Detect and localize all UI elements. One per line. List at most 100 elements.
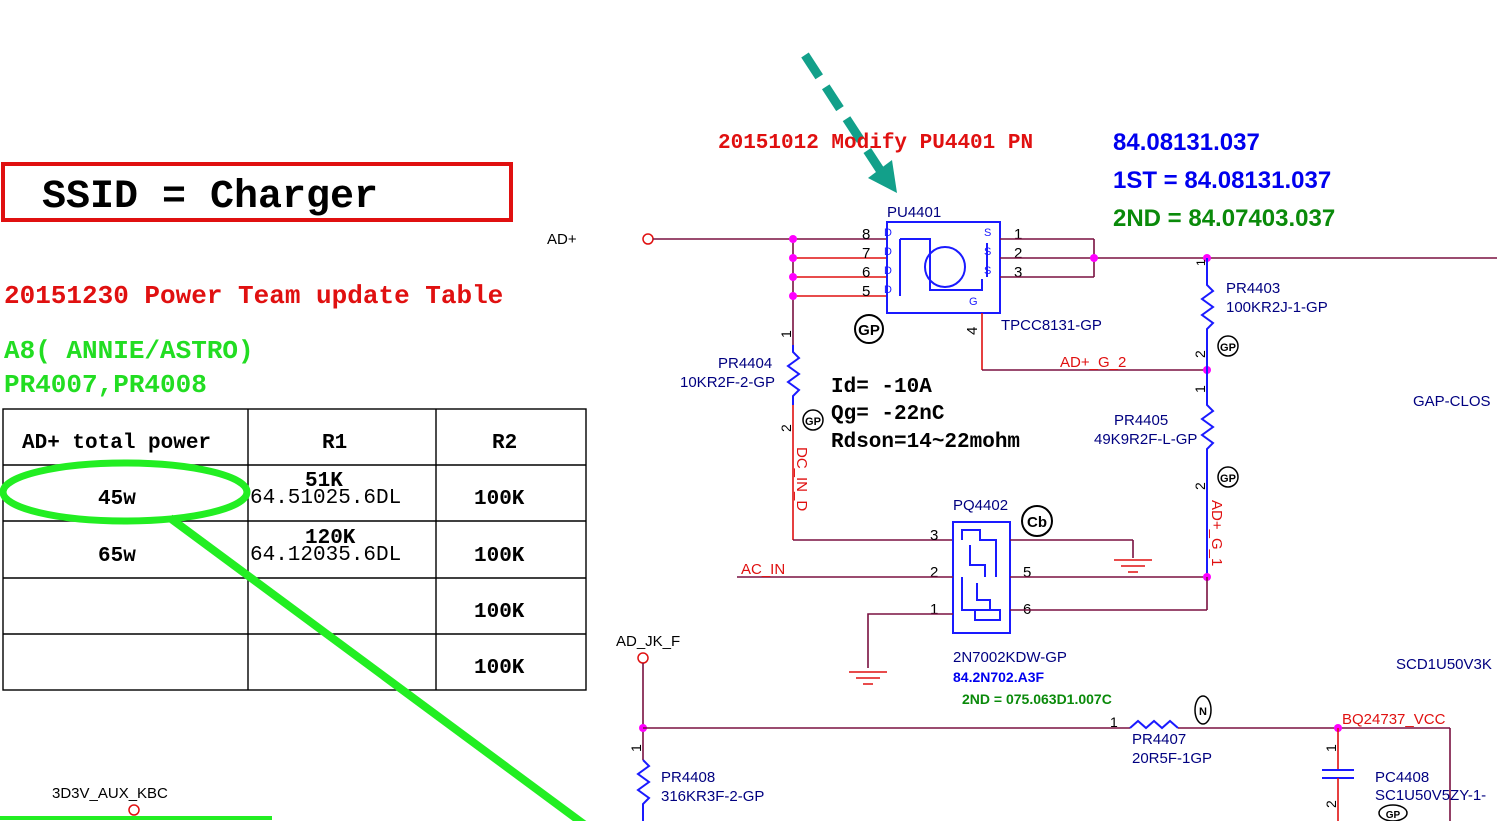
title-box xyxy=(1,162,513,222)
svg-text:7: 7 xyxy=(862,245,870,262)
net-3d3v-aux-kbc: 3D3V_AUX_KBC xyxy=(52,785,168,802)
svg-text:100KR2J-1-GP: 100KR2J-1-GP xyxy=(1226,299,1328,316)
svg-text:PQ4402: PQ4402 xyxy=(953,497,1008,514)
svg-text:TPCC8131-GP: TPCC8131-GP xyxy=(1001,317,1102,334)
arrow-head-icon xyxy=(868,160,897,193)
net-dc-in-d: DC_IN_D xyxy=(793,447,810,511)
svg-text:3: 3 xyxy=(1014,264,1022,281)
svg-text:1: 1 xyxy=(778,330,794,338)
pr4408-resistor: 1 PR4408 316KR3F-2-GP xyxy=(628,744,764,821)
svg-text:1: 1 xyxy=(930,601,938,618)
svg-text:84.2N702.A3F: 84.2N702.A3F xyxy=(953,669,1045,685)
pr4405-resistor: PR4405 49K9R2F-L-GP 1 2 GP xyxy=(1094,370,1239,577)
svg-text:GP: GP xyxy=(1220,342,1236,354)
ad-jk-f-terminal xyxy=(637,652,649,664)
svg-text:PR4408: PR4408 xyxy=(661,769,715,786)
modify-note: 20151012 Modify PU4401 PN xyxy=(718,132,1033,155)
svg-text:5: 5 xyxy=(1023,564,1031,581)
svg-text:D: D xyxy=(884,284,892,296)
svg-text:3: 3 xyxy=(930,527,938,544)
pr4404-resistor: PR4404 10KR2F-2-GP 1 2 GP xyxy=(680,330,824,432)
model-label: A8( ANNIE/ASTRO) xyxy=(4,336,254,366)
svg-text:1: 1 xyxy=(1323,744,1339,752)
ssid-title: SSID = Charger xyxy=(42,175,378,220)
net-scd: SCD1U50V3K xyxy=(1396,656,1492,673)
net-bq24737-vcc: BQ24737_VCC xyxy=(1342,711,1446,728)
svg-text:PR4404: PR4404 xyxy=(718,355,772,372)
svg-text:PU4401: PU4401 xyxy=(887,204,941,221)
pr4403-resistor: PR4403 100KR2J-1-GP 1 2 GP xyxy=(1192,258,1328,370)
pu4401-mosfet: PU4401 8 7 6 5 D D D D S S S G 1 2 3 4 T… xyxy=(862,204,1102,335)
table-header-power: AD+ total power xyxy=(22,432,211,455)
table-cell-power: 45w xyxy=(98,488,136,511)
svg-text:GP: GP xyxy=(858,322,880,339)
ground-icon xyxy=(1114,559,1152,573)
table-header-r2: R2 xyxy=(492,432,517,455)
net-terminal xyxy=(128,804,140,816)
table-cell-r1-pn: 64.51025.6DL xyxy=(250,487,401,510)
svg-text:2ND = 075.063D1.007C: 2ND = 075.063D1.007C xyxy=(962,691,1112,707)
svg-text:316KR3F-2-GP: 316KR3F-2-GP xyxy=(661,788,764,805)
svg-text:N: N xyxy=(1199,706,1207,718)
svg-text:D: D xyxy=(884,265,892,277)
table-cell-r1-value: 120K xyxy=(305,527,356,550)
svg-text:10KR2F-2-GP: 10KR2F-2-GP xyxy=(680,374,775,391)
svg-text:GP: GP xyxy=(1386,810,1401,821)
net-gap-clos: GAP-CLOS xyxy=(1413,393,1491,410)
pn-2nd: 2ND = 84.07403.037 xyxy=(1113,205,1335,232)
ground-icon xyxy=(849,671,887,685)
svg-text:D: D xyxy=(884,246,892,258)
table-header-r1: R1 xyxy=(322,432,347,455)
spec-qg: Qg= -22nC xyxy=(831,403,945,426)
svg-text:2: 2 xyxy=(1014,245,1022,262)
svg-text:2: 2 xyxy=(930,564,938,581)
svg-text:1: 1 xyxy=(1110,714,1118,730)
svg-text:GP: GP xyxy=(805,416,821,428)
net-ad-plus: AD+ xyxy=(547,231,577,248)
table-cell-power: 65w xyxy=(98,545,136,568)
svg-text:PR4405: PR4405 xyxy=(1114,412,1168,429)
table-cell-r2: 100K xyxy=(474,488,525,511)
net-ad-jk-f: AD_JK_F xyxy=(616,633,680,650)
table-cell-r1-pn: 64.12035.6DL xyxy=(250,544,401,567)
ad-plus-terminal xyxy=(642,233,654,245)
net-ad-g-1: AD+_G_1 xyxy=(1208,500,1225,566)
svg-text:2N7002KDW-GP: 2N7002KDW-GP xyxy=(953,649,1067,666)
svg-text:1: 1 xyxy=(1014,226,1022,243)
pq4402-dual-mosfet: PQ4402 3 2 1 5 6 2N7002KDW-GP 84.2N702.A… xyxy=(930,497,1112,707)
table-cell-r2: 100K xyxy=(474,657,525,680)
svg-text:SC1U50V5ZY-1-: SC1U50V5ZY-1- xyxy=(1375,787,1486,804)
svg-text:G: G xyxy=(969,296,978,308)
svg-text:PC4408: PC4408 xyxy=(1375,769,1429,786)
pr4407-resistor: 1 PR4407 20R5F-1GP N xyxy=(1110,695,1212,767)
highlight-ellipse xyxy=(0,459,251,525)
svg-text:D: D xyxy=(884,227,892,239)
arrow-shaft xyxy=(801,52,884,173)
svg-text:2: 2 xyxy=(1192,482,1208,490)
svg-text:1: 1 xyxy=(1192,385,1208,393)
svg-text:5: 5 xyxy=(862,283,870,300)
highlight-pointer-line xyxy=(167,514,587,821)
pn-1st: 1ST = 84.08131.037 xyxy=(1113,167,1331,194)
net-ac-in: AC_IN xyxy=(741,561,785,578)
svg-text:2: 2 xyxy=(1323,800,1339,808)
svg-text:GP: GP xyxy=(1220,473,1236,485)
pn-main: 84.08131.037 xyxy=(1113,129,1260,156)
svg-text:2: 2 xyxy=(778,424,794,432)
update-note: 20151230 Power Team update Table xyxy=(4,281,503,311)
svg-text:49K9R2F-L-GP: 49K9R2F-L-GP xyxy=(1094,431,1197,448)
svg-text:S: S xyxy=(984,227,991,239)
table-cell-r2: 100K xyxy=(474,545,525,568)
svg-text:6: 6 xyxy=(862,264,870,281)
spec-id: Id= -10A xyxy=(831,376,932,399)
svg-text:4: 4 xyxy=(964,327,981,335)
svg-text:2: 2 xyxy=(1192,350,1208,358)
spec-rdson: Rdson=14~22mohm xyxy=(831,431,1020,454)
power-table: AD+ total power R1 R2 45w 51K 64.51025.6… xyxy=(2,408,587,691)
svg-text:1: 1 xyxy=(628,744,644,752)
svg-text:PR4407: PR4407 xyxy=(1132,731,1186,748)
parts-ref-label: PR4007,PR4008 xyxy=(4,370,207,400)
svg-text:20R5F-1GP: 20R5F-1GP xyxy=(1132,750,1212,767)
net-ad-g-2: AD+_G_2 xyxy=(1060,354,1126,371)
